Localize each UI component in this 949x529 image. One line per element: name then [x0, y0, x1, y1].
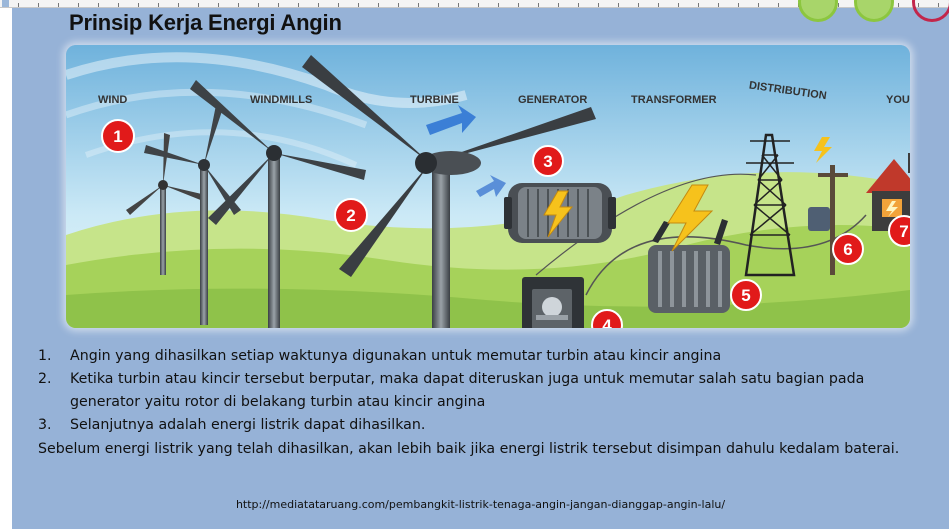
list-item-number: 1. — [38, 348, 52, 364]
ruler — [0, 0, 949, 8]
ruler-tick — [738, 3, 739, 7]
step-badge-6: 6 — [832, 233, 864, 265]
ruler-tick — [638, 3, 639, 7]
ruler-tick — [78, 3, 79, 7]
list-item-text: Selanjutnya adalah energi listrik dapat … — [70, 417, 426, 433]
ruler-tick — [758, 3, 759, 7]
svg-text:4: 4 — [602, 316, 612, 328]
meter-box-icon — [522, 277, 584, 328]
ruler-tick — [298, 3, 299, 7]
ruler-tick — [198, 3, 199, 7]
ruler-tick — [358, 3, 359, 7]
ruler-tick — [518, 3, 519, 7]
ruler-tick — [538, 3, 539, 7]
ruler-tick — [718, 3, 719, 7]
ruler-tick — [338, 3, 339, 7]
label-generator: GENERATOR — [518, 94, 587, 106]
ruler-tick — [598, 3, 599, 7]
windmill-small-1 — [126, 133, 206, 275]
ruler-tick — [698, 3, 699, 7]
battery-note: Sebelum energi listrik yang telah dihasi… — [38, 441, 900, 457]
ruler-tick — [418, 3, 419, 7]
ruler-tick — [578, 3, 579, 7]
wind-swirl — [66, 52, 468, 108]
utility-pole-icon — [808, 137, 848, 275]
ruler-tick — [138, 3, 139, 7]
svg-text:5: 5 — [741, 286, 750, 305]
ruler-tick — [778, 3, 779, 7]
power-line — [535, 173, 757, 276]
decorative-circle-green-1 — [798, 0, 838, 22]
ruler-tick — [898, 3, 899, 7]
step-badge-2: 2 — [334, 198, 368, 232]
steps-list: 1. Angin yang dihasilkan setiap waktunya … — [38, 345, 938, 437]
label-transformer: TRANSFORMER — [631, 94, 717, 106]
ruler-tick — [838, 3, 839, 7]
ruler-tick — [458, 3, 459, 7]
ruler-tick — [98, 3, 99, 7]
step-badge-7: 7 — [888, 215, 910, 247]
ruler-tick — [158, 3, 159, 7]
list-item-number: 2. — [38, 371, 52, 387]
decorative-circle-red — [912, 0, 949, 22]
ruler-tick — [558, 3, 559, 7]
svg-text:6: 6 — [843, 240, 852, 259]
ruler-tick — [258, 3, 259, 7]
svg-text:1: 1 — [113, 127, 122, 146]
ruler-tick — [278, 3, 279, 7]
page-gutter — [0, 8, 12, 529]
wind-energy-infographic: WIND WINDMILLS TURBINE GENERATOR TRANSFO… — [66, 45, 910, 328]
ruler-tick — [178, 3, 179, 7]
rotor-arrow — [476, 175, 506, 197]
step-badge-5: 5 — [730, 279, 762, 311]
list-item: 2. Ketika turbin atau kincir tersebut ber… — [38, 368, 938, 414]
ruler-tick — [18, 3, 19, 7]
ruler-tick — [318, 3, 319, 7]
ruler-tick — [678, 3, 679, 7]
label-windmills: WINDMILLS — [250, 94, 312, 106]
svg-text:2: 2 — [346, 206, 355, 225]
label-turbine: TURBINE — [410, 94, 459, 106]
page-title: Prinsip Kerja Energi Angin — [69, 10, 342, 35]
ruler-tick — [118, 3, 119, 7]
wind-arrow — [426, 105, 476, 135]
ruler-tick — [398, 3, 399, 7]
ruler-tick — [478, 3, 479, 7]
step-badge-3: 3 — [532, 145, 564, 177]
list-item-number: 3. — [38, 417, 52, 433]
ruler-tick — [238, 3, 239, 7]
list-item: 1. Angin yang dihasilkan setiap waktunya … — [38, 345, 938, 368]
step-badge-1: 1 — [101, 119, 135, 153]
list-item: 3. Selanjutnya adalah energi listrik dapa… — [38, 414, 938, 437]
transformer-icon — [648, 184, 730, 313]
source-link[interactable]: http://mediatataruang.com/pembangkit-lis… — [235, 498, 726, 511]
svg-text:3: 3 — [543, 152, 552, 171]
list-item-text: Ketika turbin atau kincir tersebut berpu… — [70, 371, 865, 410]
ruler-tick — [438, 3, 439, 7]
slide: Prinsip Kerja Energi Angin — [12, 0, 949, 529]
ruler-tick — [58, 3, 59, 7]
wind-turbine-large — [302, 55, 596, 328]
decorative-circle-green-2 — [854, 0, 894, 22]
generator-icon — [504, 183, 616, 243]
ruler-tick — [218, 3, 219, 7]
ruler-tick — [618, 3, 619, 7]
ruler-tick — [38, 3, 39, 7]
ruler-tick — [498, 3, 499, 7]
windmill-medium — [190, 80, 366, 328]
transmission-tower-icon — [744, 133, 796, 277]
label-you: YOU — [886, 94, 910, 106]
step-badge-4: 4 — [591, 309, 623, 328]
wind-swirl — [66, 88, 368, 129]
ruler-tick — [378, 3, 379, 7]
label-wind: WIND — [98, 94, 127, 106]
svg-text:7: 7 — [899, 222, 908, 241]
ruler-tick — [658, 3, 659, 7]
ruler-margin-marker[interactable] — [2, 0, 9, 7]
list-item-text: Angin yang dihasilkan setiap waktunya di… — [70, 348, 722, 364]
